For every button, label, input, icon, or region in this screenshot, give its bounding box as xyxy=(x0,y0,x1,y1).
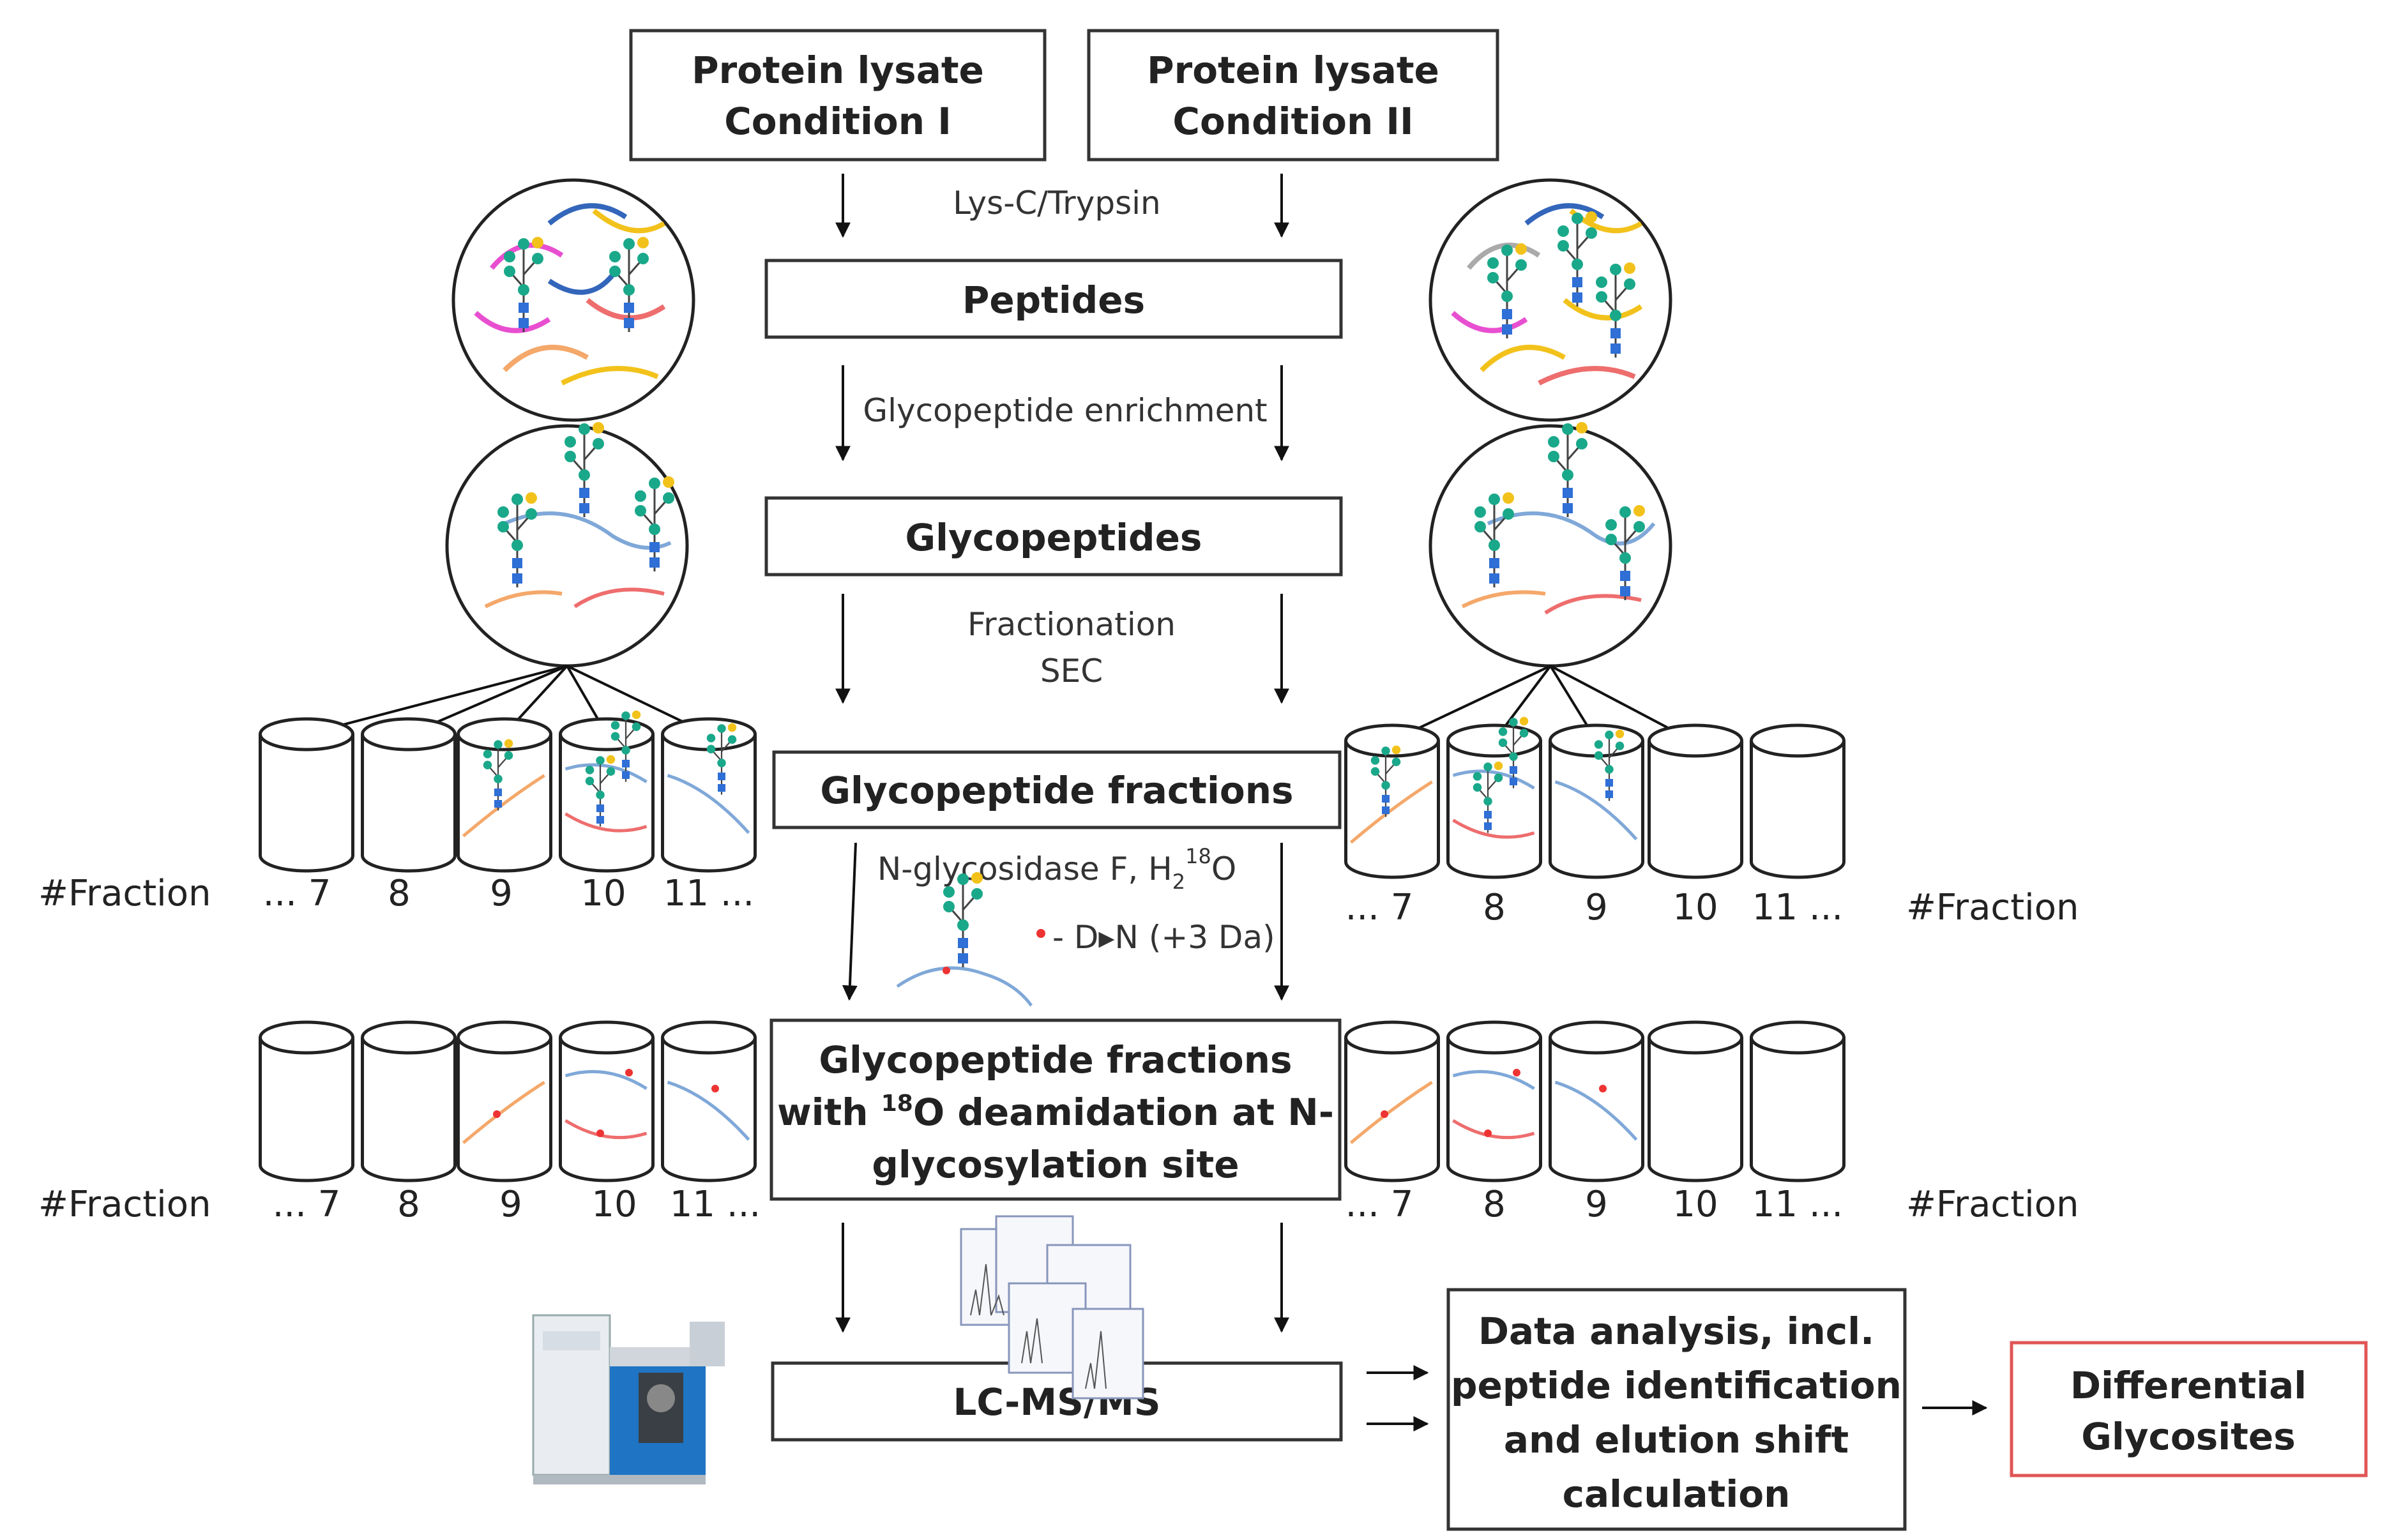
deamidated-line-3: glycosylation site xyxy=(872,1143,1239,1186)
fraction-tube-icon xyxy=(361,1020,457,1182)
glycopeptides-box: Glycopeptides xyxy=(764,496,1343,577)
fraction-number: 8 xyxy=(388,873,411,914)
lysate-1-line-1: Protein lysate xyxy=(692,49,984,92)
fraction-tube-icon xyxy=(1549,723,1644,879)
fraction-tube-icon xyxy=(457,717,552,873)
fraction-axis-label: #Fraction xyxy=(1906,1184,2079,1225)
fraction-number: 11 ... xyxy=(670,1184,761,1225)
analysis-line-2: peptide identification xyxy=(1451,1364,1902,1407)
deamidated-line-1: Glycopeptide fractions xyxy=(819,1038,1292,1082)
fraction-number: 11 ... xyxy=(1752,1184,1843,1225)
analysis-line-4: calculation xyxy=(1563,1472,1791,1516)
deamidation-legend: - D▸N (+3 Da) xyxy=(896,871,1275,1007)
fraction-number: 11 ... xyxy=(663,873,754,914)
fraction-tube-icon xyxy=(1549,1020,1644,1182)
lysate-1-line-2: Condition I xyxy=(724,100,951,143)
glycopeptides-label: Glycopeptides xyxy=(906,516,1202,559)
fraction-tube-icon xyxy=(1750,723,1845,879)
digest-step-label: Lys-C/Trypsin xyxy=(953,185,1160,222)
fraction-tube-icon xyxy=(259,717,354,873)
fraction-number: 11 ... xyxy=(1752,887,1843,928)
fractionation-step-label: Fractionation xyxy=(967,606,1176,643)
glycopeptide-mixture-icon xyxy=(1428,421,1672,668)
fraction-tube-icon xyxy=(1344,723,1440,879)
peptide-mixture-icon xyxy=(1428,178,1672,422)
sec-step-label: SEC xyxy=(1040,653,1103,690)
lysate-condition-1-box: Protein lysate Condition I xyxy=(629,29,1047,162)
fraction-tube-icon xyxy=(1648,1020,1743,1182)
fraction-number: 9 xyxy=(490,873,513,914)
fraction-tube-icon xyxy=(559,709,655,873)
fraction-number: 10 xyxy=(1672,887,1718,928)
fraction-number: ... 7 xyxy=(273,1184,341,1225)
analysis-line-3: and elution shift xyxy=(1504,1418,1849,1461)
fraction-number: 9 xyxy=(1585,1184,1608,1225)
fraction-tube-icon xyxy=(361,717,457,873)
mass-spectrometer-icon xyxy=(532,1314,725,1484)
fractions-label: Glycopeptide fractions xyxy=(820,769,1293,812)
result-line-1: Differential xyxy=(2070,1364,2307,1407)
fraction-tube-icon xyxy=(1446,716,1542,879)
result-line-2: Glycosites xyxy=(2081,1415,2296,1458)
fraction-tube-icon xyxy=(1648,723,1743,879)
enrichment-step-label: Glycopeptide enrichment xyxy=(863,392,1267,429)
fraction-tube-icon xyxy=(661,717,757,873)
lysate-condition-2-box: Protein lysate Condition II xyxy=(1087,29,1499,162)
glycopeptide-fractions-box: Glycopeptide fractions xyxy=(772,750,1342,829)
fraction-tubes xyxy=(259,709,1845,1182)
deamidation-legend-label: - D▸N (+3 Da) xyxy=(1052,919,1275,956)
analysis-line-1: Data analysis, incl. xyxy=(1478,1310,1874,1353)
fraction-number: ... 7 xyxy=(263,873,331,914)
fraction-number: 10 xyxy=(580,873,626,914)
fraction-labels: #Fraction ... 7 8 9 10 11 ... #Fraction ... 7 8 9… xyxy=(38,873,2079,1225)
fraction-axis-label: #Fraction xyxy=(38,873,211,914)
glycopeptide-mixture-icon xyxy=(445,421,689,668)
peptides-box: Peptides xyxy=(764,259,1343,339)
deamidation-dot-icon xyxy=(1036,929,1045,938)
differential-glycosites-box: Differential Glycosites xyxy=(2010,1341,2368,1477)
fraction-number: 8 xyxy=(397,1184,420,1225)
data-analysis-box: Data analysis, incl. peptide identificat… xyxy=(1446,1288,1907,1531)
peptide-mixture-icon xyxy=(451,178,695,422)
fraction-number: 10 xyxy=(1672,1184,1718,1225)
fraction-axis-label: #Fraction xyxy=(1906,887,2079,928)
fraction-number: 8 xyxy=(1483,1184,1506,1225)
flow-arrows xyxy=(835,174,1988,1431)
fraction-tube-icon xyxy=(1446,1020,1542,1182)
fraction-number: ... 7 xyxy=(1345,1184,1414,1225)
deamidated-line-2: with 18O deamidation at N- xyxy=(777,1091,1334,1134)
fraction-tube-icon xyxy=(1344,1020,1440,1182)
ms-spectra-icon xyxy=(960,1215,1144,1400)
fraction-tube-icon xyxy=(661,1020,757,1182)
fraction-tube-icon xyxy=(457,1020,552,1182)
fraction-axis-label: #Fraction xyxy=(38,1184,211,1225)
fraction-tube-icon xyxy=(559,1020,655,1182)
lysate-2-line-1: Protein lysate xyxy=(1147,49,1439,92)
fraction-number: 9 xyxy=(1585,887,1608,928)
lysate-2-line-2: Condition II xyxy=(1172,100,1413,143)
fraction-tube-icon xyxy=(1750,1020,1845,1182)
fraction-number: 8 xyxy=(1483,887,1506,928)
lcms-box: LC-MS/MS xyxy=(771,1361,1343,1442)
fraction-number: ... 7 xyxy=(1345,887,1414,928)
pngase-step-label: N-glycosidase F, H218O xyxy=(877,844,1236,894)
peptides-label: Peptides xyxy=(962,278,1145,322)
fraction-number: 9 xyxy=(499,1184,522,1225)
fraction-number: 10 xyxy=(591,1184,637,1225)
deamidated-fractions-box: Glycopeptide fractions with 18O deamidat… xyxy=(769,1018,1342,1201)
fraction-tube-icon xyxy=(259,1020,354,1182)
